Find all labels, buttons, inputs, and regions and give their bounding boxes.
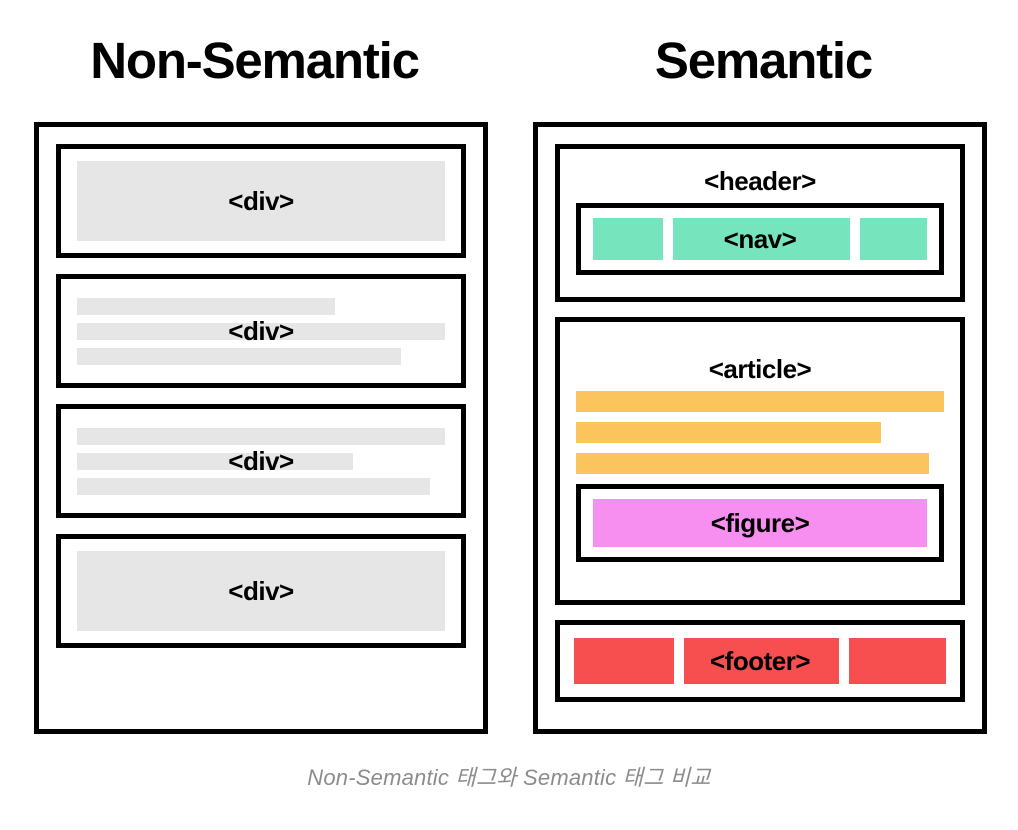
- figure-fill: [593, 499, 927, 547]
- title-cell-non-semantic: Non-Semantic: [0, 24, 509, 96]
- title-cell-semantic: Semantic: [509, 24, 1018, 96]
- header-box: <header> <nav>: [555, 144, 965, 302]
- div-box-3: <div>: [56, 404, 466, 518]
- column-title-semantic: Semantic: [654, 31, 873, 89]
- placeholder-line: [77, 297, 335, 315]
- nav-box: <nav>: [576, 202, 944, 275]
- placeholder-block: [77, 161, 445, 241]
- nav-chip-3: [860, 217, 927, 260]
- placeholder-line: [77, 477, 431, 495]
- column-titles: Non-Semantic Semantic: [0, 24, 1018, 96]
- article-box: <article> <figure>: [555, 317, 965, 605]
- footer-box: <footer>: [555, 620, 965, 702]
- figure-box: <figure>: [576, 484, 944, 562]
- placeholder-line: [77, 322, 445, 340]
- tag-label-header: <header>: [704, 165, 816, 196]
- placeholder-block: [77, 551, 445, 631]
- article-bar: [576, 453, 930, 474]
- footer-chip-3: [849, 638, 946, 684]
- placeholder-line: [77, 452, 353, 470]
- article-bar: [576, 391, 944, 412]
- placeholder-line: [77, 347, 401, 365]
- nav-chip-row: [593, 217, 927, 260]
- div-box-4: <div>: [56, 534, 466, 648]
- placeholder-line: [77, 427, 445, 445]
- tag-label-article: <article>: [708, 354, 812, 384]
- footer-chip-2: [684, 638, 839, 684]
- div-box-2: <div>: [56, 274, 466, 388]
- figure-caption: Non-Semantic 태그와 Semantic 태그 비교: [307, 765, 711, 790]
- semantic-container: <header> <nav> <article>: [533, 122, 987, 734]
- article-bar: [576, 422, 882, 443]
- div-box-1: <div>: [56, 144, 466, 258]
- nav-chip-2: [673, 217, 850, 260]
- footer-chip-1: [574, 638, 674, 684]
- columns-container: <div> <div> <div> <div>: [0, 122, 1018, 734]
- nav-chip-1: [593, 217, 663, 260]
- non-semantic-container: <div> <div> <div> <div>: [34, 122, 488, 734]
- column-title-non-semantic: Non-Semantic: [90, 31, 420, 89]
- footer-chip-row: [574, 638, 946, 684]
